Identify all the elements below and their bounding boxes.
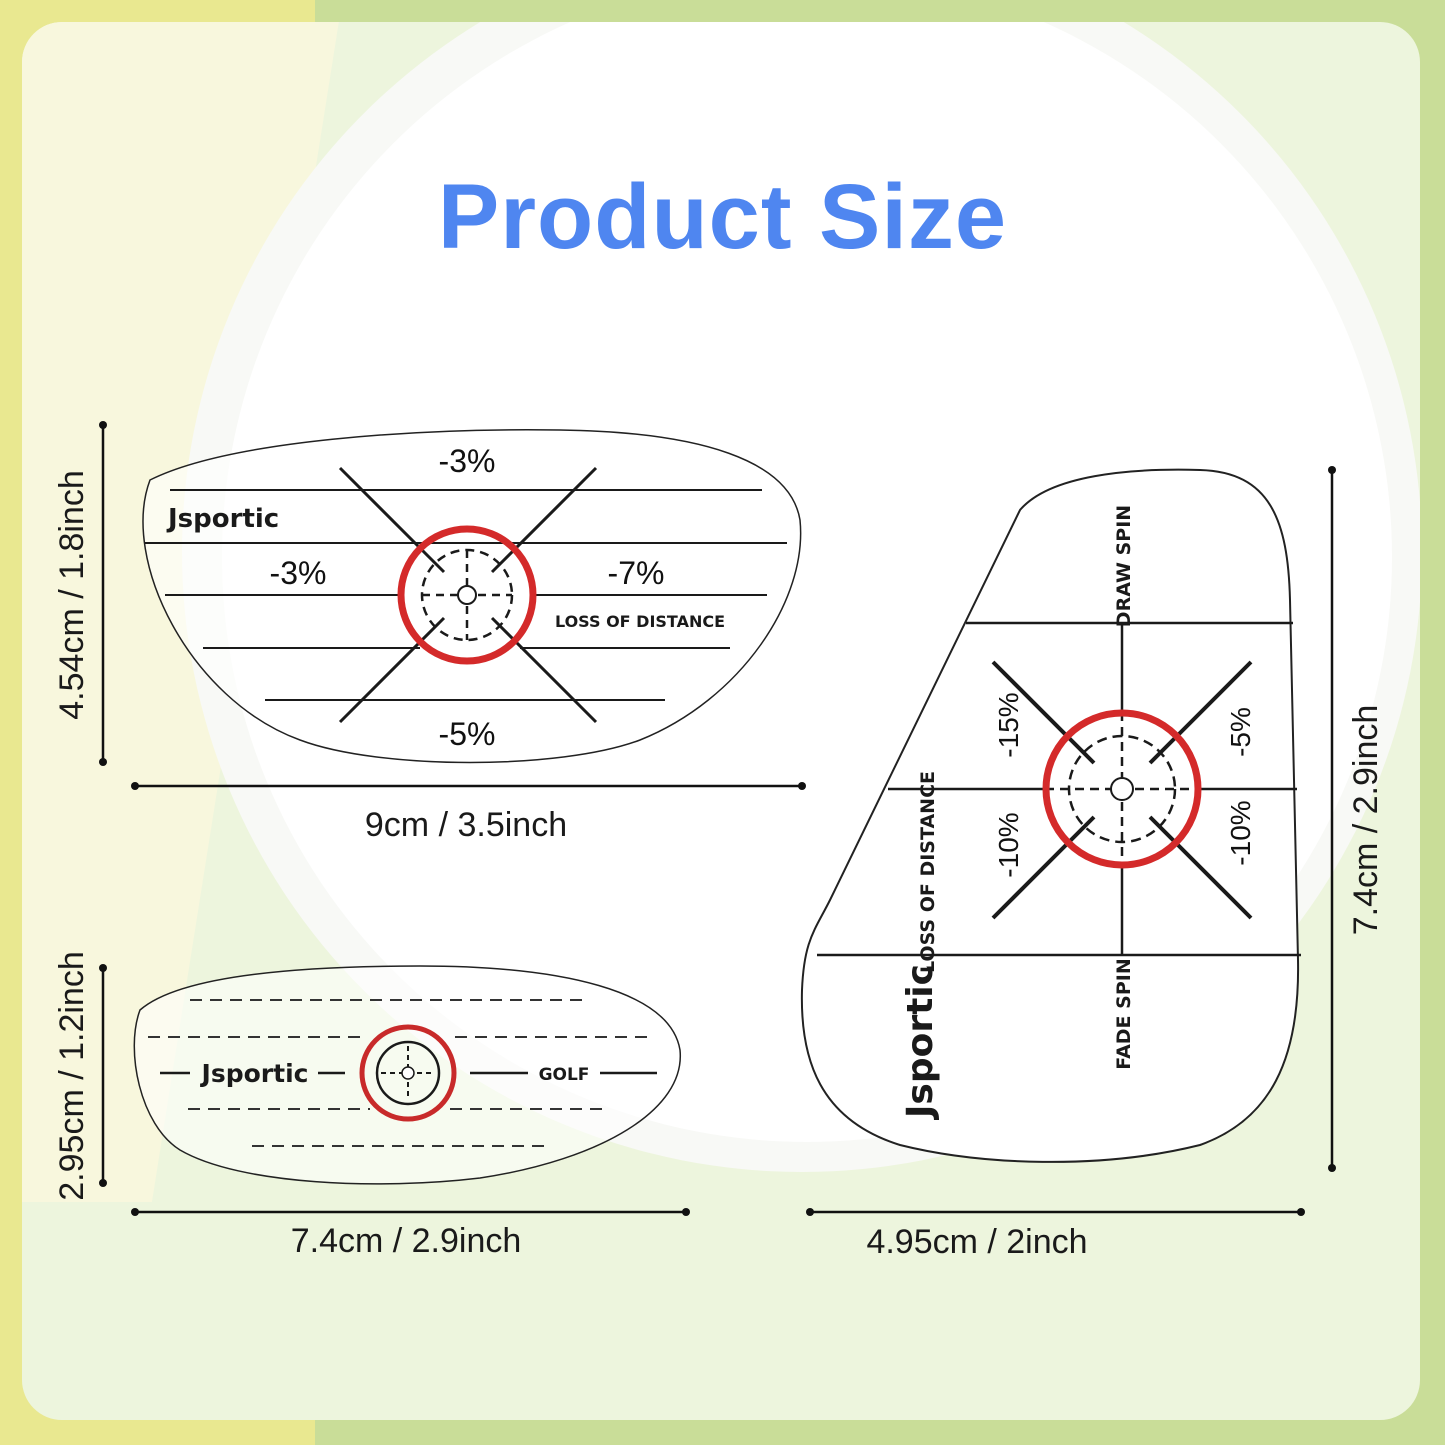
sticker-small-width-label: 7.4cm / 2.9inch <box>291 1222 522 1260</box>
sticker-large-width-label: 9cm / 3.5inch <box>365 806 567 844</box>
page-title: Product Size <box>437 166 1008 268</box>
sticker-large-width-dimension: 9cm / 3.5inch <box>131 782 806 844</box>
sticker-large-red-ring <box>397 525 537 665</box>
sticker-tall-height-label: 7.4cm / 2.9inch <box>1347 705 1385 936</box>
sticker-tall-fade-spin: FADE SPIN <box>1113 958 1135 1069</box>
sticker-large-bottom-pct: -5% <box>439 716 496 752</box>
sticker-small-height-dimension: 2.95cm / 1.2inch <box>53 951 107 1201</box>
sticker-tall-center-dot <box>1110 777 1134 801</box>
sticker-large-height-label: 4.54cm / 1.8inch <box>53 470 91 719</box>
sticker-large-left-pct: -3% <box>270 555 327 591</box>
sticker-tall-height-dimension: 7.4cm / 2.9inch <box>1328 466 1385 1172</box>
sticker-large-top-pct: -3% <box>439 443 496 479</box>
sticker-small-height-label: 2.95cm / 1.2inch <box>53 951 91 1200</box>
sticker-tall: DRAW SPIN FADE SPIN LOSS OF DISTANCE -15… <box>800 468 1301 1163</box>
sticker-tall-red-ring <box>1042 709 1202 869</box>
sticker-tall-brand: Jsportic <box>900 964 941 1121</box>
sticker-tall-lower-right-pct: -10% <box>1225 800 1256 865</box>
sticker-tall-width-label: 4.95cm / 2inch <box>866 1223 1087 1261</box>
sticker-large: Jsportic -3% -3% -7% -5% LOSS OF DISTANC… <box>142 429 802 764</box>
sticker-tall-lower-left-pct: -10% <box>993 812 1024 877</box>
sticker-small-center-dot <box>401 1066 415 1080</box>
sticker-large-guide-lines <box>145 489 787 701</box>
sticker-tall-draw-spin: DRAW SPIN <box>1113 505 1135 627</box>
sticker-tall-upper-left-pct: -15% <box>993 692 1024 757</box>
sticker-tall-upper-right-pct: -5% <box>1225 707 1256 757</box>
sticker-small-golf-text: GOLF <box>539 1065 590 1085</box>
sticker-large-brand: Jsportic <box>166 504 279 534</box>
sticker-large-right-pct: -7% <box>608 555 665 591</box>
sticker-small-brand: Jsportic <box>200 1059 309 1088</box>
sticker-tall-width-dimension: 4.95cm / 2inch <box>806 1208 1305 1261</box>
sticker-small-dashed-lines <box>148 999 650 1147</box>
sticker-large-center-dot <box>457 585 477 605</box>
sticker-large-x-lines <box>338 466 598 724</box>
sticker-large-caption: LOSS OF DISTANCE <box>555 612 725 631</box>
sticker-small-inner-ring <box>375 1040 441 1106</box>
sticker-tall-loss-of-distance: LOSS OF DISTANCE <box>917 771 939 973</box>
sticker-small: Jsportic GOLF <box>133 965 681 1185</box>
sticker-tall-x-lines <box>991 660 1253 920</box>
sticker-large-height-dimension: 4.54cm / 1.8inch <box>53 421 107 766</box>
sticker-tall-grid-lines <box>817 621 1301 957</box>
sticker-small-width-dimension: 7.4cm / 2.9inch <box>131 1208 690 1260</box>
sticker-small-red-ring <box>359 1024 457 1122</box>
